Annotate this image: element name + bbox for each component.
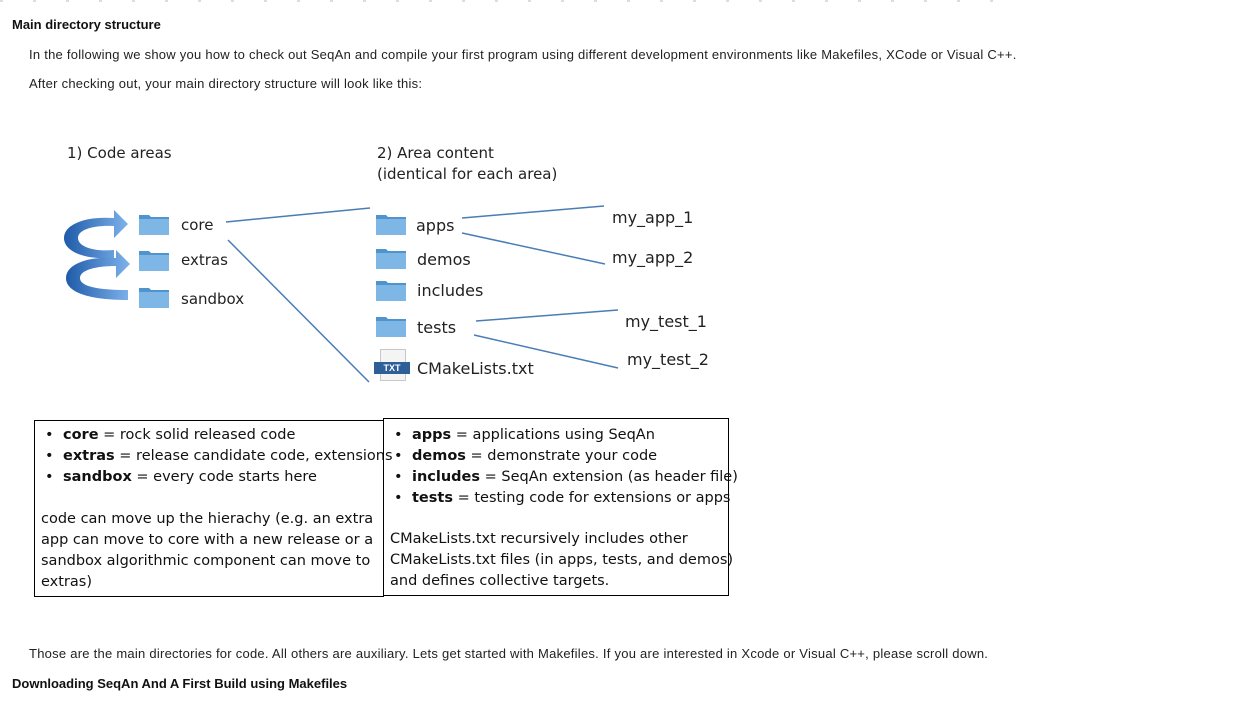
- section-heading-main: Main directory structure: [12, 17, 161, 32]
- area-content-list: •apps = applications using SeqAn •demos …: [390, 425, 738, 509]
- content-label-tests: tests: [417, 318, 457, 337]
- test-child-label: my_test_2: [627, 350, 709, 369]
- folder-icon: [139, 288, 169, 308]
- cmake-file-label: CMakeLists.txt: [417, 359, 534, 378]
- area-content-subtitle: (identical for each area): [377, 165, 558, 183]
- list-item: •apps = applications using SeqAn: [394, 427, 655, 443]
- app-child-label: my_app_1: [612, 208, 694, 227]
- outro-paragraph: Those are the main directories for code.…: [29, 646, 989, 661]
- area-content-title: 2) Area content: [377, 144, 494, 162]
- folder-icon: [376, 249, 406, 269]
- code-areas-legend-box: •core = rock solid released code •extras…: [34, 420, 393, 597]
- after-checkout-paragraph: After checking out, your main directory …: [29, 76, 423, 91]
- code-areas-list: •core = rock solid released code •extras…: [41, 425, 393, 488]
- clipped-text-fragment: [0, 0, 1000, 2]
- box-text-line: CMakeLists.txt recursively includes othe…: [390, 531, 688, 547]
- content-label-apps: apps: [416, 216, 455, 235]
- list-item: •sandbox = every code starts here: [45, 469, 317, 485]
- file-badge: TXT: [374, 362, 410, 374]
- text-file-icon: TXT: [374, 349, 410, 383]
- folder-icon: [139, 251, 169, 271]
- box-text-line: app can move to core with a new release …: [41, 532, 374, 548]
- box-text-line: extras): [41, 574, 92, 590]
- area-content-legend-box: •apps = applications using SeqAn •demos …: [383, 418, 738, 596]
- folder-icon: [376, 317, 406, 337]
- test-child-label: my_test_1: [625, 312, 707, 331]
- box-text-line: and defines collective targets.: [390, 573, 610, 589]
- area-label-sandbox: sandbox: [181, 290, 245, 308]
- list-item: •tests = testing code for extensions or …: [394, 490, 731, 506]
- area-label-core: core: [181, 216, 214, 234]
- box-text-line: CMakeLists.txt files (in apps, tests, an…: [390, 552, 734, 568]
- box-text-line: sandbox algorithmic component can move t…: [41, 553, 371, 569]
- cycle-arrows-icon: [64, 210, 130, 300]
- section-heading-download: Downloading SeqAn And A First Build usin…: [12, 676, 348, 691]
- list-item: •demos = demonstrate your code: [394, 448, 658, 464]
- list-item: •extras = release candidate code, extens…: [45, 448, 393, 464]
- list-item: •includes = SeqAn extension (as header f…: [394, 469, 738, 485]
- folder-icon: [139, 215, 169, 235]
- area-label-extras: extras: [181, 251, 228, 269]
- folder-icon: [376, 281, 406, 301]
- content-label-demos: demos: [417, 250, 471, 269]
- intro-paragraph: In the following we show you how to chec…: [29, 47, 1017, 62]
- code-areas-title: 1) Code areas: [67, 144, 172, 162]
- box-text-line: code can move up the hierachy (e.g. an e…: [41, 511, 374, 527]
- list-item: •core = rock solid released code: [45, 427, 296, 443]
- app-child-label: my_app_2: [612, 248, 694, 267]
- folder-icon: [376, 215, 406, 235]
- content-label-includes: includes: [417, 281, 484, 300]
